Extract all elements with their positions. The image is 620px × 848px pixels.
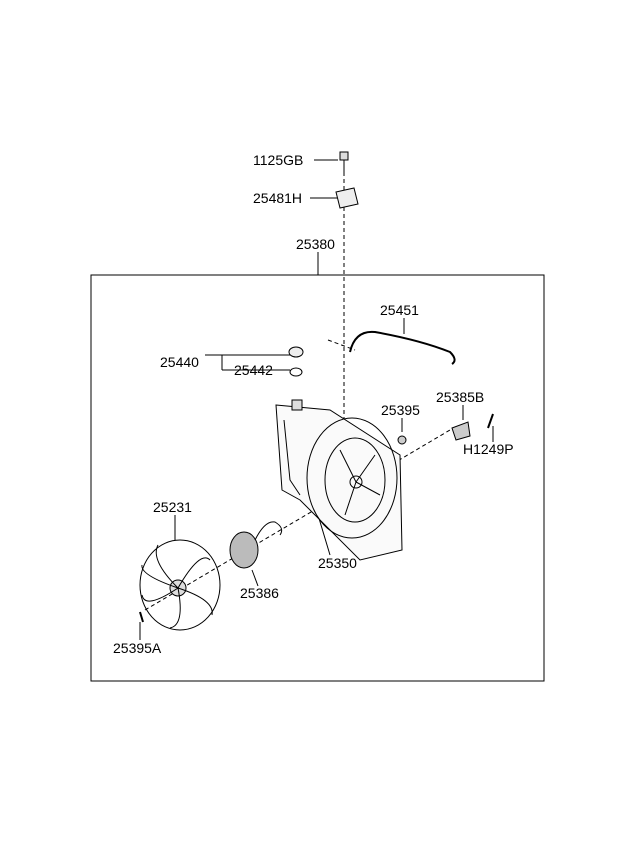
label-1125gb: 1125GB xyxy=(253,152,304,168)
seal-25442 xyxy=(289,367,303,377)
label-h1249p: H1249P xyxy=(463,441,514,457)
clip-25481h xyxy=(335,187,359,209)
fan-25231 xyxy=(139,539,221,631)
leader-lines xyxy=(139,159,494,640)
label-25481h: 25481H xyxy=(253,190,303,206)
label-25380: 25380 xyxy=(296,236,335,252)
label-25451: 25451 xyxy=(380,302,419,318)
label-25231: 25231 xyxy=(153,499,192,515)
label-25395a: 25395A xyxy=(113,640,162,656)
label-25442: 25442 xyxy=(234,362,273,378)
dashed-guides xyxy=(144,165,451,611)
label-25386: 25386 xyxy=(240,585,279,601)
bolt-1125gb xyxy=(339,151,349,176)
cap-25440 xyxy=(288,346,304,358)
label-25395: 25395 xyxy=(381,402,420,418)
motor-25386 xyxy=(229,521,283,569)
screw-h1249p xyxy=(487,413,494,429)
label-25385b: 25385B xyxy=(436,389,485,405)
label-25350: 25350 xyxy=(318,555,357,571)
grommet-25395 xyxy=(397,435,407,445)
resistor-25385b xyxy=(451,421,471,441)
shroud-25350 xyxy=(275,399,403,561)
screw-25395a xyxy=(139,611,144,623)
label-25440: 25440 xyxy=(160,354,199,370)
hose-25451 xyxy=(349,330,456,365)
